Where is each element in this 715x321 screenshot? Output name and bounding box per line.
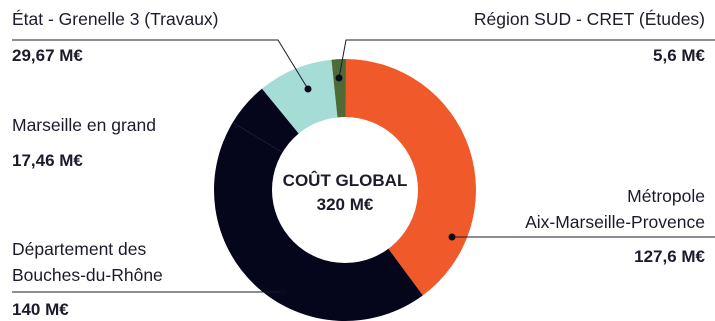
center-value: 320 M€ [317,195,374,214]
label-metropole-line1: Métropole [627,186,705,206]
leader-region [338,39,715,79]
label-departement-line1: Département des [12,239,146,259]
value-marseille: 17,46 M€ [12,151,83,170]
value-metropole: 127,6 M€ [634,247,705,266]
leader-region-dot [335,74,343,82]
donut-hole [272,117,418,263]
label-region: Région SUD - CRET (Études) [474,9,705,29]
label-marseille: Marseille en grand [12,115,156,135]
leader-lines [12,39,715,296]
leader-etat [12,39,309,90]
value-departement: 140 M€ [12,300,69,319]
label-metropole-line2: Aix-Marseille-Provence [525,212,705,232]
value-region: 5,6 M€ [653,46,706,65]
leader-metropole-dot [448,233,456,241]
label-departement-line2: Bouches-du-Rhône [12,265,163,285]
leader-departement-dot [279,288,287,296]
leader-etat-dot [304,85,312,93]
center-label: COÛT GLOBAL [283,171,408,190]
value-etat: 29,67 M€ [12,46,83,65]
label-etat: État - Grenelle 3 (Travaux) [12,9,219,29]
